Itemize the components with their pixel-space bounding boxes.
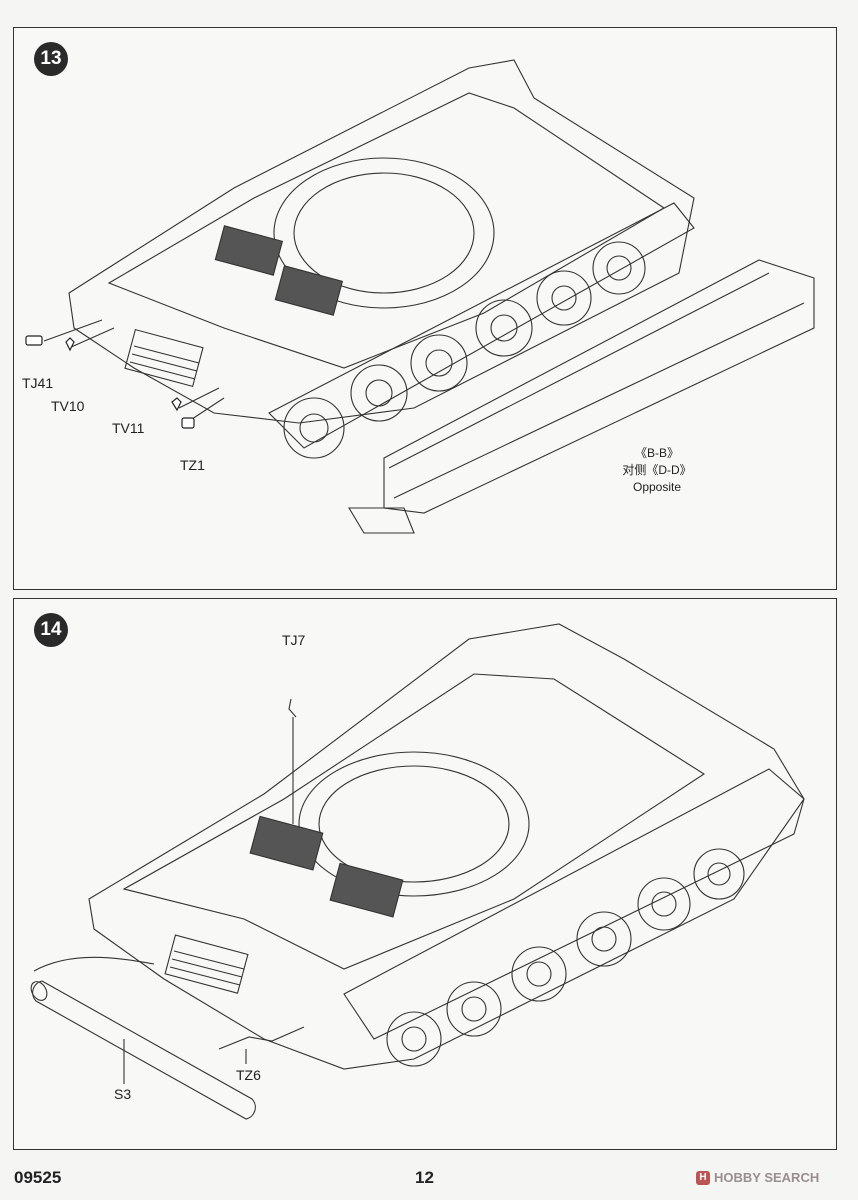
part-tz6 [218, 1026, 305, 1050]
part-label-s3: S3 [114, 1086, 132, 1102]
step-number-badge: 14 [34, 613, 68, 647]
road-wheels [283, 241, 646, 459]
side-skirt-fitted [343, 768, 805, 1040]
rear-radiator [124, 328, 204, 388]
part-label-tz1: TZ1 [180, 457, 205, 473]
hull-top-deck [107, 92, 666, 369]
opposite-side-note: 《B-B》 对侧《D-D》 Opposite [612, 445, 702, 496]
tank-hull-drawing-step14 [30, 623, 805, 1120]
hull-outline [88, 623, 805, 1070]
page-number: 12 [415, 1168, 434, 1187]
road-wheels [386, 848, 745, 1067]
part-tv11 [171, 397, 182, 412]
note-line-1: 《B-B》 [634, 446, 679, 460]
tank-hull-drawing-step13 [25, 59, 815, 534]
part-label-tz6: TZ6 [236, 1067, 261, 1083]
rear-radiator [164, 934, 249, 994]
step-number-badge: 13 [34, 42, 68, 76]
engine-grille-left [249, 815, 324, 871]
watermark: H HOBBY SEARCH [696, 1170, 819, 1185]
step-13-panel: 13 [13, 27, 837, 590]
hobby-search-logo-icon: H [696, 1170, 710, 1185]
side-skirt-part [383, 259, 815, 514]
part-tj41 [25, 335, 43, 346]
watermark-text: HOBBY SEARCH [714, 1170, 820, 1185]
engine-grille-right [329, 862, 404, 918]
note-line-3: Opposite [632, 480, 682, 494]
part-label-tv10: TV10 [51, 398, 85, 414]
hull-outline [68, 59, 695, 424]
part-s3-log [32, 980, 256, 1120]
turret-ring [273, 157, 495, 309]
turret-ring [298, 751, 530, 897]
engine-grille-right [274, 265, 344, 316]
track-run [268, 202, 695, 449]
part-label-tj7: TJ7 [282, 632, 306, 648]
hull-top-deck [122, 673, 706, 970]
kit-number: 09525 [14, 1168, 62, 1187]
part-tj7 [288, 698, 297, 718]
step-14-panel: 14 [13, 598, 837, 1150]
note-line-2: 对侧《D-D》 [622, 463, 692, 477]
part-label-tj41: TJ41 [22, 375, 54, 391]
part-label-tv11: TV11 [112, 420, 145, 436]
part-tz1 [181, 417, 195, 429]
part-tv10 [65, 337, 75, 352]
engine-grille-left [214, 225, 284, 276]
